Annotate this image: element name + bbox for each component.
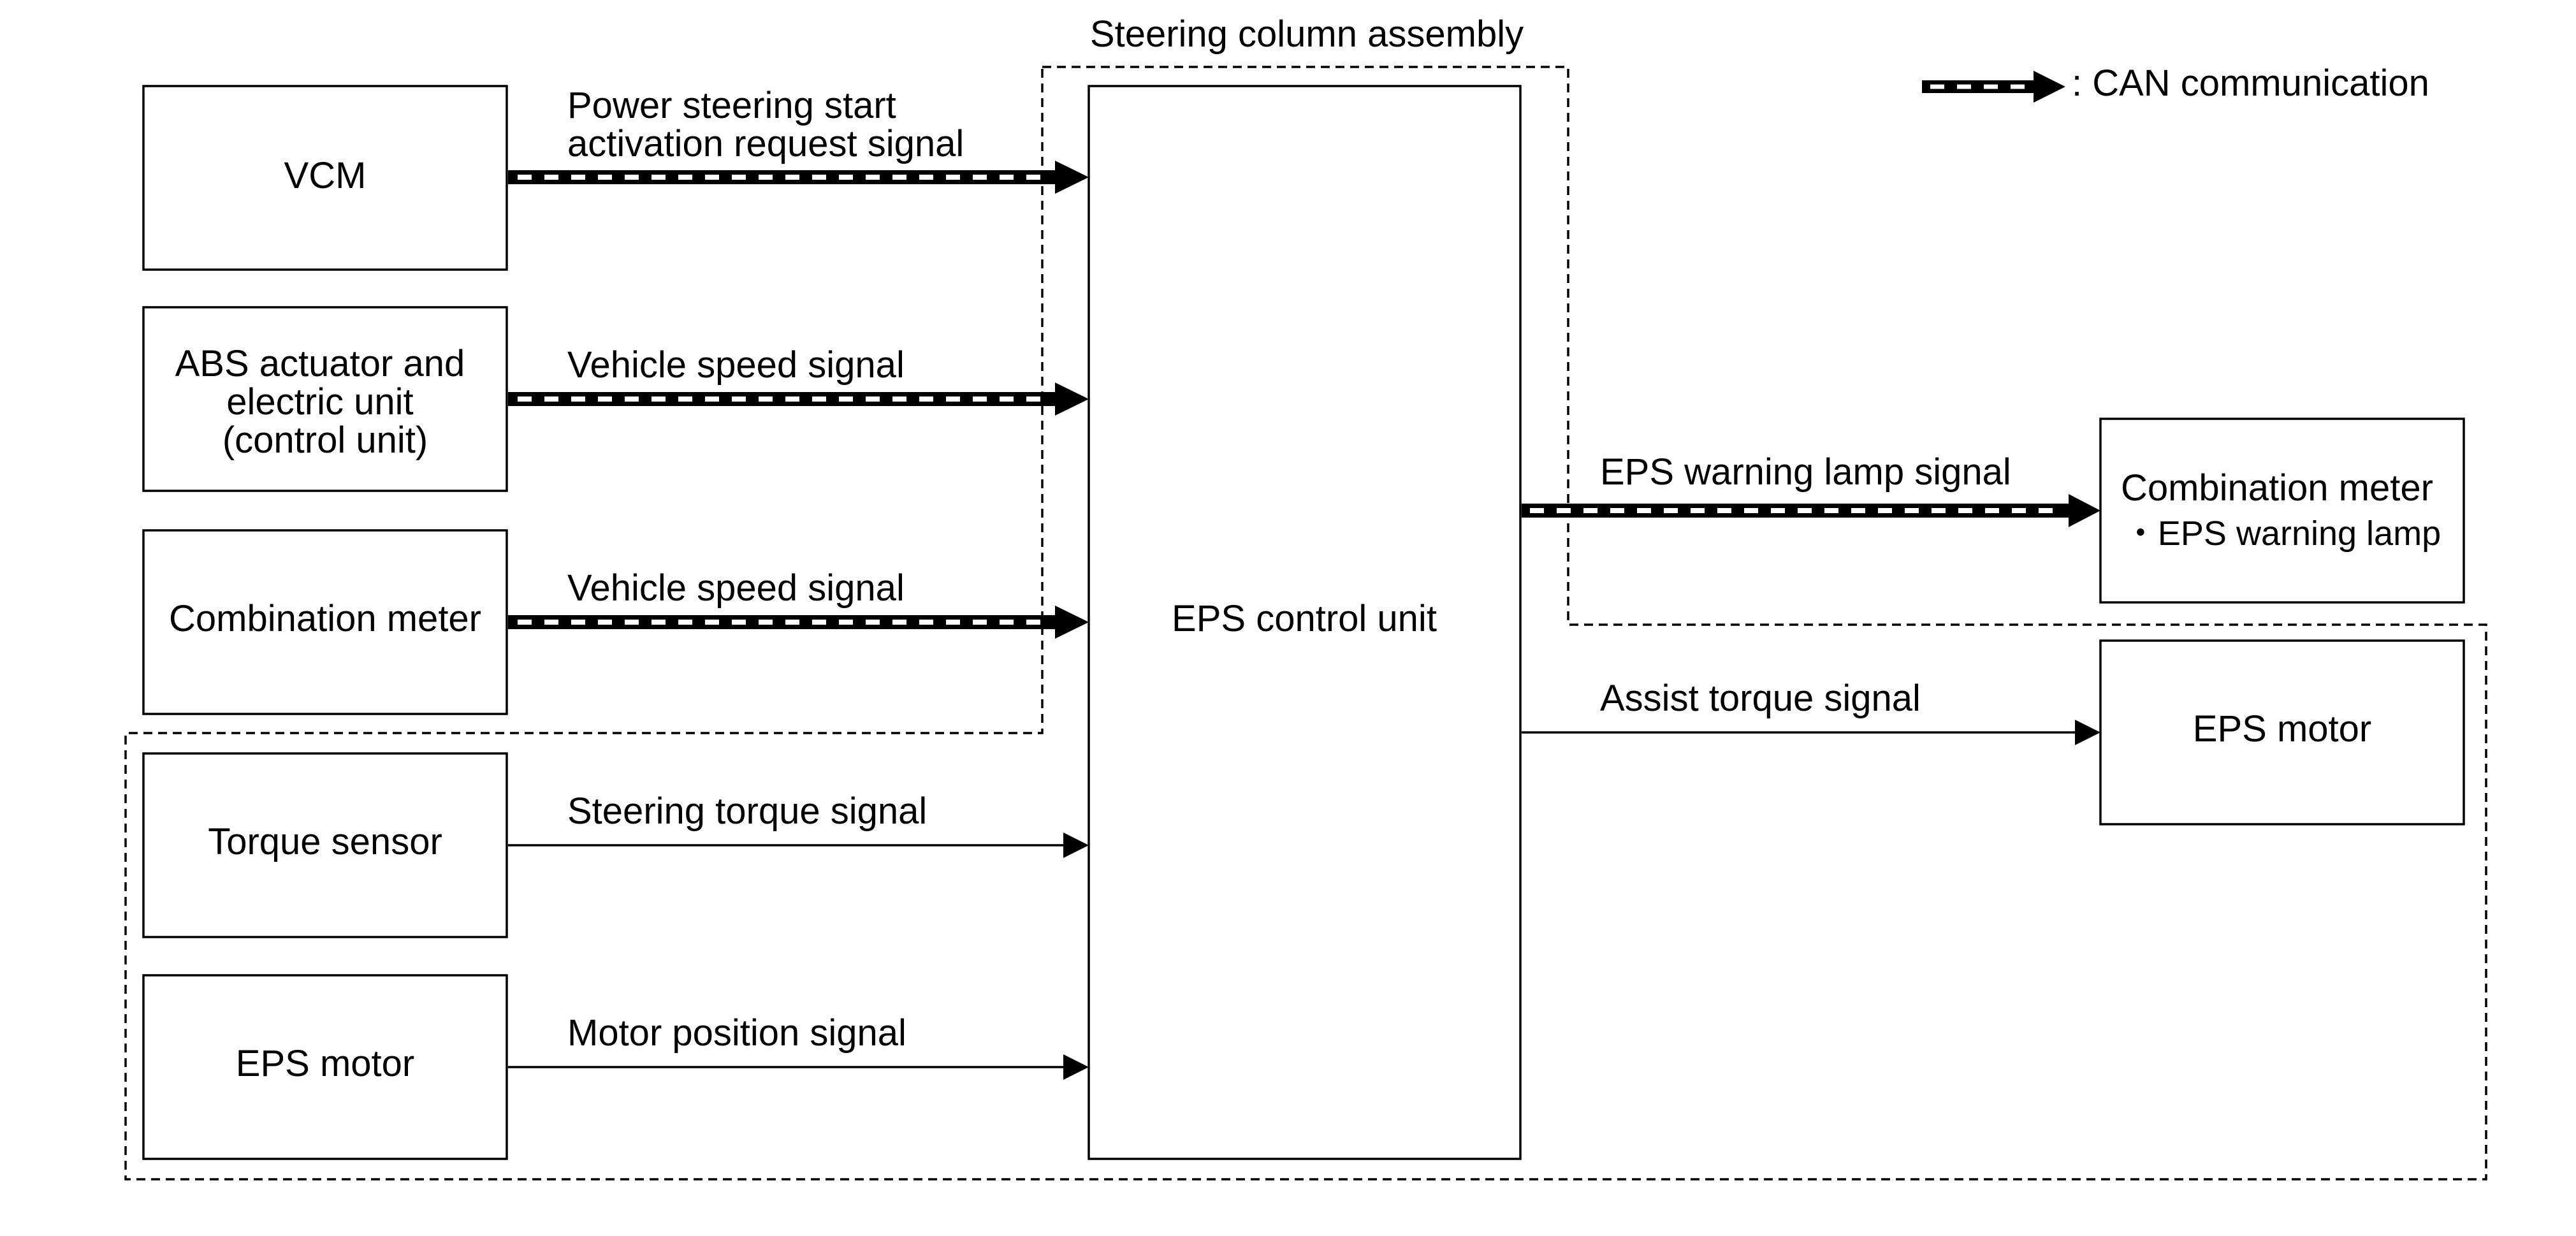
eps-control-unit-box — [1088, 85, 1522, 1160]
vcm-box — [142, 85, 508, 271]
can-communication-arrow-icon — [508, 382, 1089, 416]
abs-actuator-box — [142, 306, 508, 492]
combination-meter-left-label: Combination meter — [169, 598, 481, 639]
torque-sensor-box — [142, 752, 508, 938]
abs-actuator-label: ABS actuator and electric unit (control … — [175, 343, 476, 461]
steering-column-assembly-label: Steering column assembly — [1090, 13, 1524, 55]
combination-meter-right-box — [2099, 418, 2465, 604]
motor-position-signal-label: Motor position signal — [567, 1012, 906, 1054]
combination-meter-left-box — [142, 529, 508, 715]
combination-meter-right-label: Combination meter ・EPS warning lamp — [2121, 467, 2443, 553]
vehicle-speed-signal-meter-label: Vehicle speed signal — [567, 567, 905, 609]
eps-motor-right-label: EPS motor — [2193, 708, 2371, 750]
signal-arrow-icon — [1522, 720, 2100, 745]
eps-motor-right-box — [2099, 639, 2465, 825]
steering-column-assembly-outline — [124, 66, 2487, 1181]
eps-control-unit-label: EPS control unit — [1172, 598, 1437, 639]
vcm-label: VCM — [284, 155, 367, 196]
legend: : CAN communication — [1922, 62, 2429, 104]
steering-torque-signal-label: Steering torque signal — [567, 790, 927, 832]
vehicle-speed-signal-abs-label: Vehicle speed signal — [567, 344, 905, 386]
signal-arrow-icon — [508, 832, 1089, 858]
eps-motor-left-box — [142, 974, 508, 1160]
can-communication-arrow-icon — [508, 161, 1089, 194]
can-communication-arrow-icon — [1922, 71, 2065, 103]
can-communication-arrow-icon — [508, 606, 1089, 639]
power-steering-signal-label: Power steering start activation request … — [567, 85, 964, 164]
torque-sensor-label: Torque sensor — [208, 821, 442, 862]
assist-torque-signal-label: Assist torque signal — [1600, 678, 1921, 719]
legend-can-label: : CAN communication — [2072, 62, 2429, 104]
signal-arrow-icon — [508, 1054, 1089, 1080]
can-communication-arrow-icon — [1522, 494, 2100, 527]
eps-motor-left-label: EPS motor — [236, 1043, 414, 1084]
eps-warning-lamp-signal-label: EPS warning lamp signal — [1600, 451, 2011, 493]
